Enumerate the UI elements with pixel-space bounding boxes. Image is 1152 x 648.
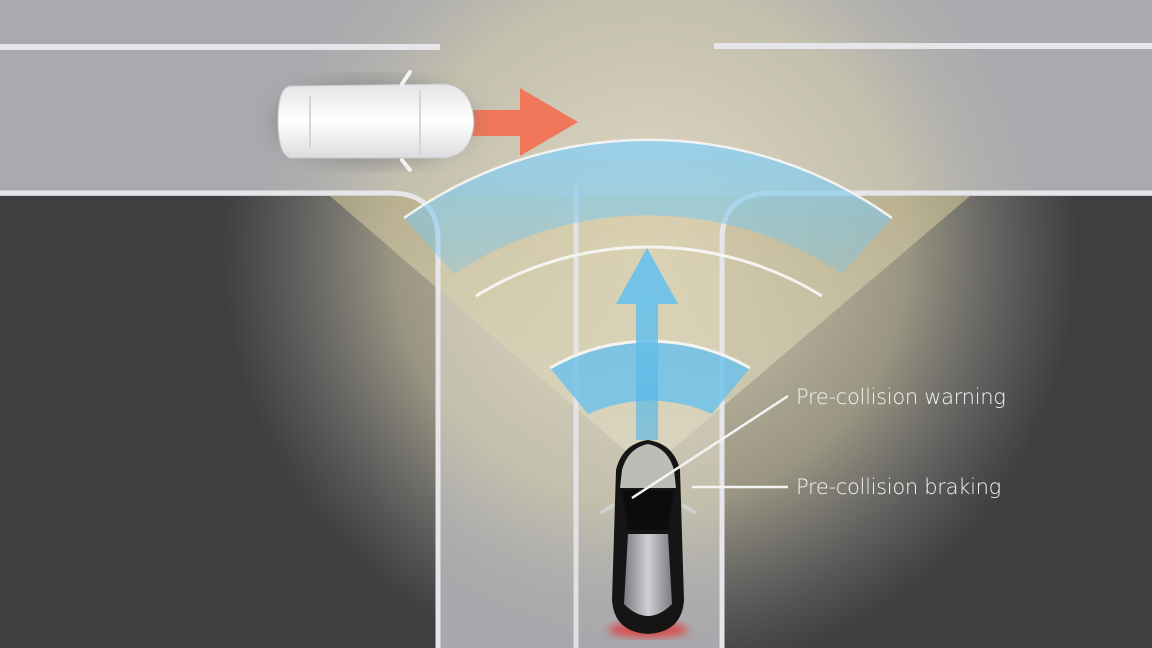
travel-direction-arrow	[616, 248, 678, 440]
pre-collision-warning-label: Pre-collision warning	[796, 385, 1006, 409]
ego-vehicle	[600, 440, 696, 638]
radar-wave-middle	[475, 245, 823, 298]
crossing-direction-arrow	[470, 88, 578, 156]
radar-wave-outer	[404, 139, 892, 274]
leader-lines	[631, 394, 789, 500]
pre-collision-braking-label: Pre-collision braking	[796, 475, 1001, 499]
crossing-vehicle	[274, 70, 475, 172]
